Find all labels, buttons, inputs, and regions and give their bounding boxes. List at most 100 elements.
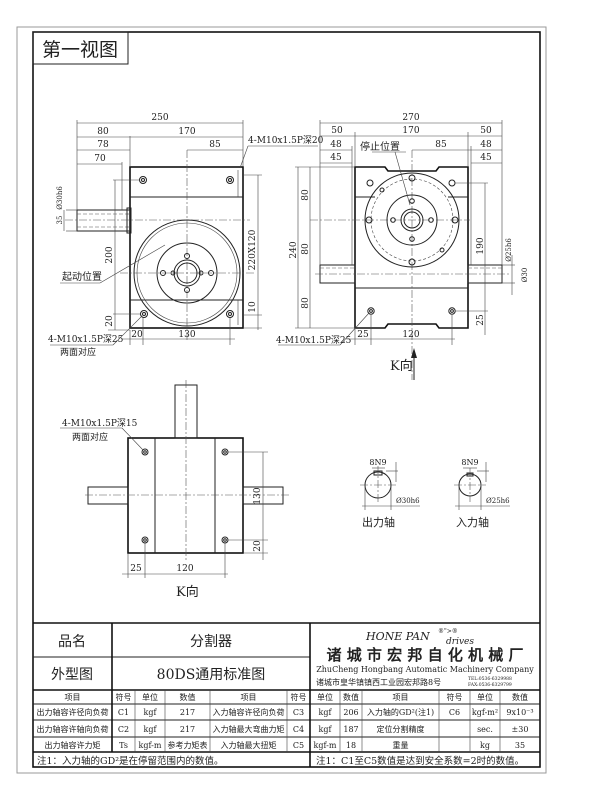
- dim-270: 270: [402, 113, 419, 123]
- left-shaft: [87, 486, 129, 505]
- table-cell: kgf-m: [139, 741, 162, 750]
- dim-25-vertical: 25: [476, 314, 486, 326]
- label-start-position: 起动位置: [62, 270, 102, 283]
- dim-78: 78: [97, 140, 109, 150]
- dim-130: 130: [178, 330, 195, 340]
- table-cell: 35: [515, 741, 525, 750]
- label-k-direction: K向: [176, 584, 199, 600]
- dim-10: 10: [248, 301, 258, 313]
- registered-mark: ®">®: [438, 628, 458, 635]
- k-view: 25 120 130 20 4-M10x1.5P深15 两面对应 K向: [60, 380, 290, 600]
- dim-120: 120: [402, 330, 419, 340]
- table-cell: 定位分割精度: [377, 724, 425, 734]
- table-cell: 入力轴最大弯曲力矩: [213, 724, 285, 734]
- table-cell: kgf-m²: [472, 708, 498, 717]
- dim-50-right: 50: [480, 126, 492, 136]
- label-both-sides: 两面对应: [60, 346, 96, 358]
- note-1: 注1：入力轴的GD²是在停留范围内的数值。: [37, 755, 224, 767]
- table-cell: 18: [346, 741, 356, 750]
- table-header-cell: 数值: [180, 692, 196, 702]
- dim-85: 85: [435, 140, 447, 150]
- inner-frame: [32, 31, 541, 768]
- dim-80: 80: [97, 127, 109, 137]
- table-header-cell: 单位: [317, 692, 333, 702]
- shaft-detail-output: 8N9 Ø30h6 出力轴: [360, 458, 420, 529]
- drawing-type-value: 80DS通用标准图: [157, 667, 266, 683]
- table-cell: 187: [343, 725, 358, 734]
- dim-220x120: 220X120: [248, 229, 258, 270]
- front-view: 250 80 170 78 85 70 200 220X120 20 10 20…: [48, 113, 324, 358]
- table-cell: 出力轴容许径向负荷: [37, 707, 109, 717]
- dim-48-left: 48: [330, 140, 342, 150]
- label-tap: 4-M10x1.5P深15: [62, 418, 138, 429]
- dim-20-vertical: 20: [105, 315, 115, 327]
- label-tap-top: 4-M10x1.5P深20: [248, 135, 324, 146]
- view-title: 第一视图: [42, 39, 118, 61]
- dim-45-left: 45: [330, 153, 342, 163]
- dim-200: 200: [105, 246, 115, 263]
- table-cell: 206: [343, 708, 358, 717]
- dim-80-a: 80: [301, 189, 311, 201]
- dim-35: 35: [56, 216, 64, 225]
- dim-120: 120: [176, 564, 193, 574]
- product-name-value: 分割器: [190, 633, 232, 650]
- dim-25h6: Ø25h6: [505, 238, 513, 262]
- dim-20-horizontal: 20: [131, 330, 143, 340]
- table-cell: C3: [293, 708, 304, 717]
- dim-170: 170: [178, 127, 195, 137]
- keyway-label: 8N9: [369, 458, 386, 467]
- keyway-label: 8N9: [461, 458, 478, 467]
- brand-logo: HONE PAN: [365, 630, 430, 643]
- table-cell: C6: [449, 708, 460, 717]
- dim-80-b: 80: [301, 243, 311, 255]
- brand-suffix: drives: [446, 637, 474, 647]
- table-cell: 重量: [393, 740, 409, 750]
- dim-70: 70: [94, 154, 106, 164]
- table-cell: C4: [293, 725, 304, 734]
- side-view: 270 50 170 50 48 85 48 45 45 240 80 80 8…: [276, 113, 529, 380]
- company-name-cn: 诸 城 市 宏 邦 自 化 机 械 厂: [326, 646, 523, 664]
- shaft-dia-label: Ø25h6: [486, 497, 510, 505]
- table-cell: ±30: [512, 725, 529, 734]
- dim-50-left: 50: [331, 126, 343, 136]
- table-cell: C2: [118, 725, 129, 734]
- side-body: [354, 166, 469, 329]
- bolt-hole-icons: [139, 176, 234, 318]
- dim-250: 250: [151, 113, 168, 123]
- view-title-box: [32, 31, 129, 65]
- table-cell: kg: [480, 741, 490, 750]
- dim-20: 20: [253, 540, 263, 552]
- table-cell: 出力轴容许力矩: [45, 740, 101, 750]
- dim-25: 25: [130, 564, 142, 574]
- dim-25-horizontal: 25: [357, 330, 369, 340]
- table-cell: sec.: [477, 725, 493, 734]
- table-cell: 出力轴容许轴向负荷: [37, 724, 109, 734]
- dim-shaft-dia: Ø30h6: [56, 186, 64, 210]
- title-block: 品名 分割器 外型图 80DS通用标准图 HONE PAN ®">® drive…: [33, 622, 540, 767]
- output-shaft-label: 出力轴: [362, 515, 395, 529]
- dim-48-right: 48: [480, 140, 492, 150]
- table-header-cell: 项目: [241, 693, 257, 702]
- shaft-dia-label: Ø30h6: [396, 497, 420, 505]
- dim-190: 190: [476, 237, 486, 254]
- dim-130: 130: [253, 487, 263, 504]
- table-cell: 入力轴容许径向负荷: [213, 707, 285, 717]
- table-header-cell: 符号: [291, 692, 307, 702]
- label-k-direction: K向: [390, 358, 413, 374]
- table-header-cell: 数值: [512, 692, 528, 702]
- table-cell: C1: [118, 708, 129, 717]
- label-tap: 4-M10x1.5P深25: [276, 335, 352, 346]
- label-stop-position: 停止位置: [360, 140, 400, 153]
- table-header-cell: 单位: [477, 692, 493, 702]
- table-header-cell: 符号: [447, 692, 463, 702]
- table-cell: Ts: [119, 741, 128, 750]
- table-cell: kgf-m: [314, 741, 337, 750]
- table-cell: 参考力矩表: [168, 740, 208, 750]
- table-header-cell: 单位: [142, 692, 158, 702]
- table-cell: kgf: [144, 725, 158, 734]
- label-both-sides: 两面对应: [72, 431, 108, 443]
- table-header-cell: 符号: [116, 692, 132, 702]
- input-shaft-label: 入力轴: [456, 515, 489, 529]
- table-cell: 9x10⁻³: [506, 708, 533, 717]
